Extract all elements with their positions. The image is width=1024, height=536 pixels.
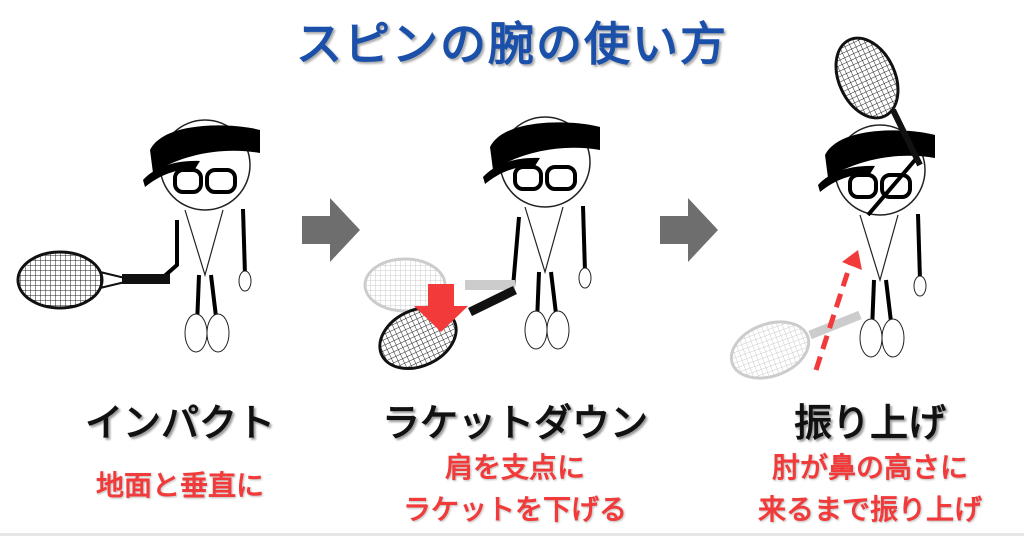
step-label-impact: インパクト — [84, 401, 275, 445]
step-note-swing-up-1: 肘が鼻の高さに — [771, 451, 968, 484]
figure-swing-up — [816, 123, 937, 359]
step-note-swing-up-2: 来るまで振り上げ — [757, 493, 982, 526]
figure-racket-down — [481, 115, 602, 351]
ghost-racket — [729, 310, 862, 380]
step-note-racket-down-1: 肩を支点に — [444, 451, 585, 484]
racket-up — [834, 36, 923, 167]
arrow-dashed-up-icon — [813, 264, 853, 371]
step-note-racket-down-2: ラケットを下げる — [402, 493, 627, 526]
divider — [0, 533, 1024, 536]
figure-impact — [141, 118, 262, 354]
arrow-right-icon — [660, 198, 718, 262]
page-title: スピンの腕の使い方 — [296, 17, 728, 71]
step-label-swing-up: 振り上げ — [793, 401, 946, 445]
arrow-down-icon — [414, 284, 468, 332]
step-note-impact: 地面と垂直に — [95, 469, 264, 502]
arrow-right-icon — [302, 198, 360, 262]
racket-impact — [16, 250, 170, 310]
step-label-racket-down: ラケットダウン — [381, 401, 648, 445]
